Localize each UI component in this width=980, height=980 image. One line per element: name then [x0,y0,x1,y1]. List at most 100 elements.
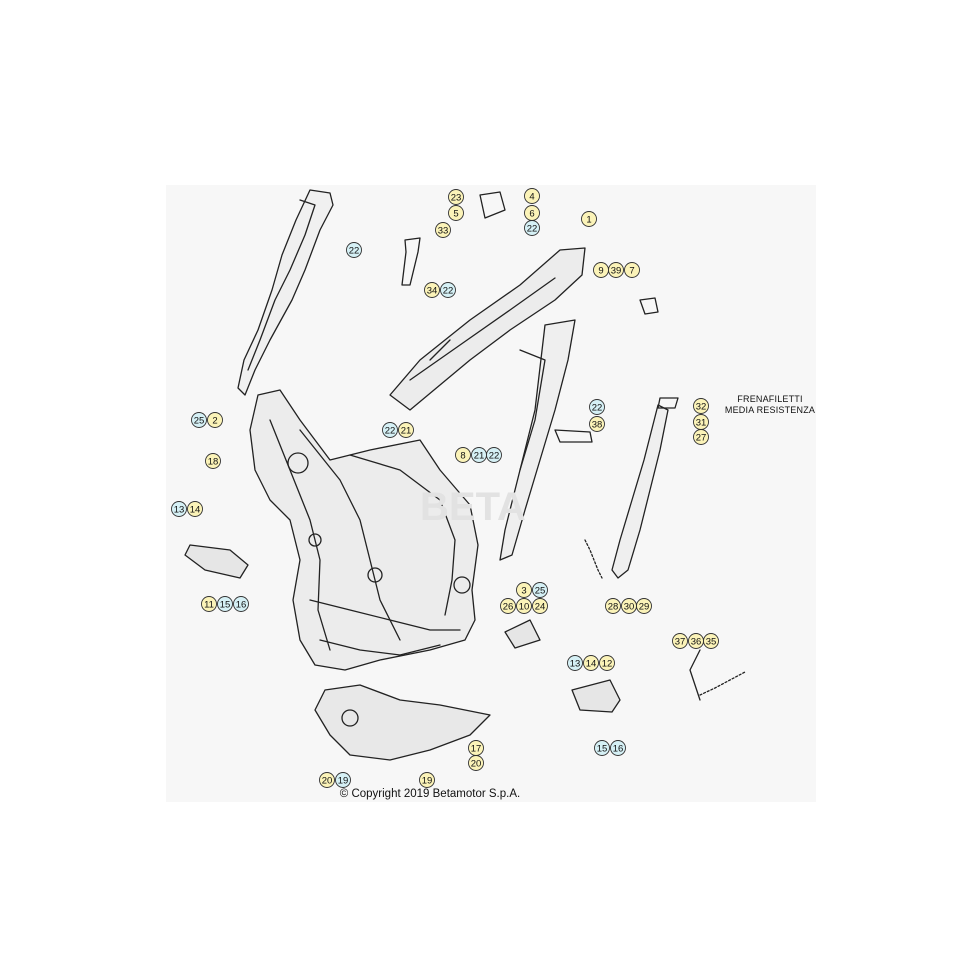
callout-label: 22 [592,403,603,414]
callout-circle [382,422,398,438]
callout-16: 16 [233,596,249,612]
callout-label: 33 [438,226,449,237]
callout-circle [532,598,548,614]
callout-label: 31 [696,418,707,429]
callout-circle [346,242,362,258]
callout-24: 24 [532,598,548,614]
callout-label: 16 [236,600,247,611]
callout-circle [486,447,502,463]
callout-label: 7 [629,266,634,277]
callout-circle [581,211,597,227]
callout-circle [672,633,688,649]
callout-circle [594,740,610,756]
callout-circle [398,422,414,438]
callout-20: 20 [468,755,484,771]
callout-label: 34 [427,286,438,297]
callout-circle [589,399,605,415]
callout-36: 36 [688,633,704,649]
callout-21: 21 [398,422,414,438]
chain-guide [504,619,541,649]
callout-35: 35 [703,633,719,649]
rear-subframe [389,247,586,411]
callout-circle [599,655,615,671]
main-frame [249,389,479,671]
callout-label: 14 [190,505,201,516]
callout-label: 22 [385,426,396,437]
callout-label: 25 [194,416,205,427]
callout-label: 22 [489,451,500,462]
callout-label: 1 [586,215,591,226]
callout-circle [500,598,516,614]
callout-19: 19 [335,772,351,788]
note-line-2: MEDIA RESISTENZA [724,405,816,415]
callout-circle [419,772,435,788]
callout-circle [335,772,351,788]
callout-label: 16 [613,744,624,755]
threadlocker-note: FRENAFILETTI MEDIA RESISTENZA [724,394,816,416]
callout-22: 22 [440,282,456,298]
callout-label: 29 [639,602,650,613]
note-line-1: FRENAFILETTI [737,394,803,404]
callout-39: 39 [608,262,624,278]
callout-22: 22 [524,220,540,236]
callout-label: 11 [204,600,214,611]
callout-label: 37 [675,637,686,648]
callout-label: 30 [624,602,635,613]
callout-17: 17 [468,740,484,756]
callout-21: 21 [471,447,487,463]
callout-circle [448,205,464,221]
callout-label: 28 [608,602,619,613]
callout-circle [524,188,540,204]
callout-label: 12 [602,659,613,670]
callout-circle [217,596,233,612]
callout-31: 31 [693,414,709,430]
left-footpeg [184,544,249,579]
side-stand [611,404,669,579]
callout-circle [567,655,583,671]
callout-6: 6 [524,205,540,221]
callout-16: 16 [610,740,626,756]
callout-19: 19 [419,772,435,788]
callout-circle [171,501,187,517]
callout-30: 30 [621,598,637,614]
callout-label: 39 [611,266,622,277]
callout-circle [516,582,532,598]
callout-22: 22 [382,422,398,438]
callout-circle [636,598,652,614]
callout-14: 14 [187,501,203,517]
callout-circle [693,429,709,445]
callout-circle [583,655,599,671]
copyright-text: © Copyright 2019 Betamotor S.p.A. [339,788,521,800]
callout-circle [693,398,709,414]
callout-label: 36 [691,637,702,648]
callout-label: 2 [212,416,217,427]
callout-label: 15 [597,744,608,755]
callout-27: 27 [693,429,709,445]
callout-label: 10 [519,602,530,613]
callout-label: 6 [529,209,534,220]
callout-13: 13 [171,501,187,517]
callout-circle [424,282,440,298]
callout-label: 14 [586,659,597,670]
callout-label: 18 [208,457,219,468]
callout-15: 15 [217,596,233,612]
callout-circle [589,416,605,432]
watermark-graphic: BETA [420,485,526,529]
callout-circle [608,262,624,278]
callout-29: 29 [636,598,652,614]
callout-15: 15 [594,740,610,756]
callout-circle [187,501,203,517]
callout-22: 22 [589,399,605,415]
callout-25: 25 [532,582,548,598]
callout-22: 22 [486,447,502,463]
callout-7: 7 [624,262,640,278]
skid-plate [314,684,491,761]
callout-label: 9 [598,266,603,277]
callout-20: 20 [319,772,335,788]
callout-label: 19 [422,776,433,787]
callout-10: 10 [516,598,532,614]
callout-circle [440,282,456,298]
callout-2: 2 [207,412,223,428]
callout-8: 8 [455,447,471,463]
